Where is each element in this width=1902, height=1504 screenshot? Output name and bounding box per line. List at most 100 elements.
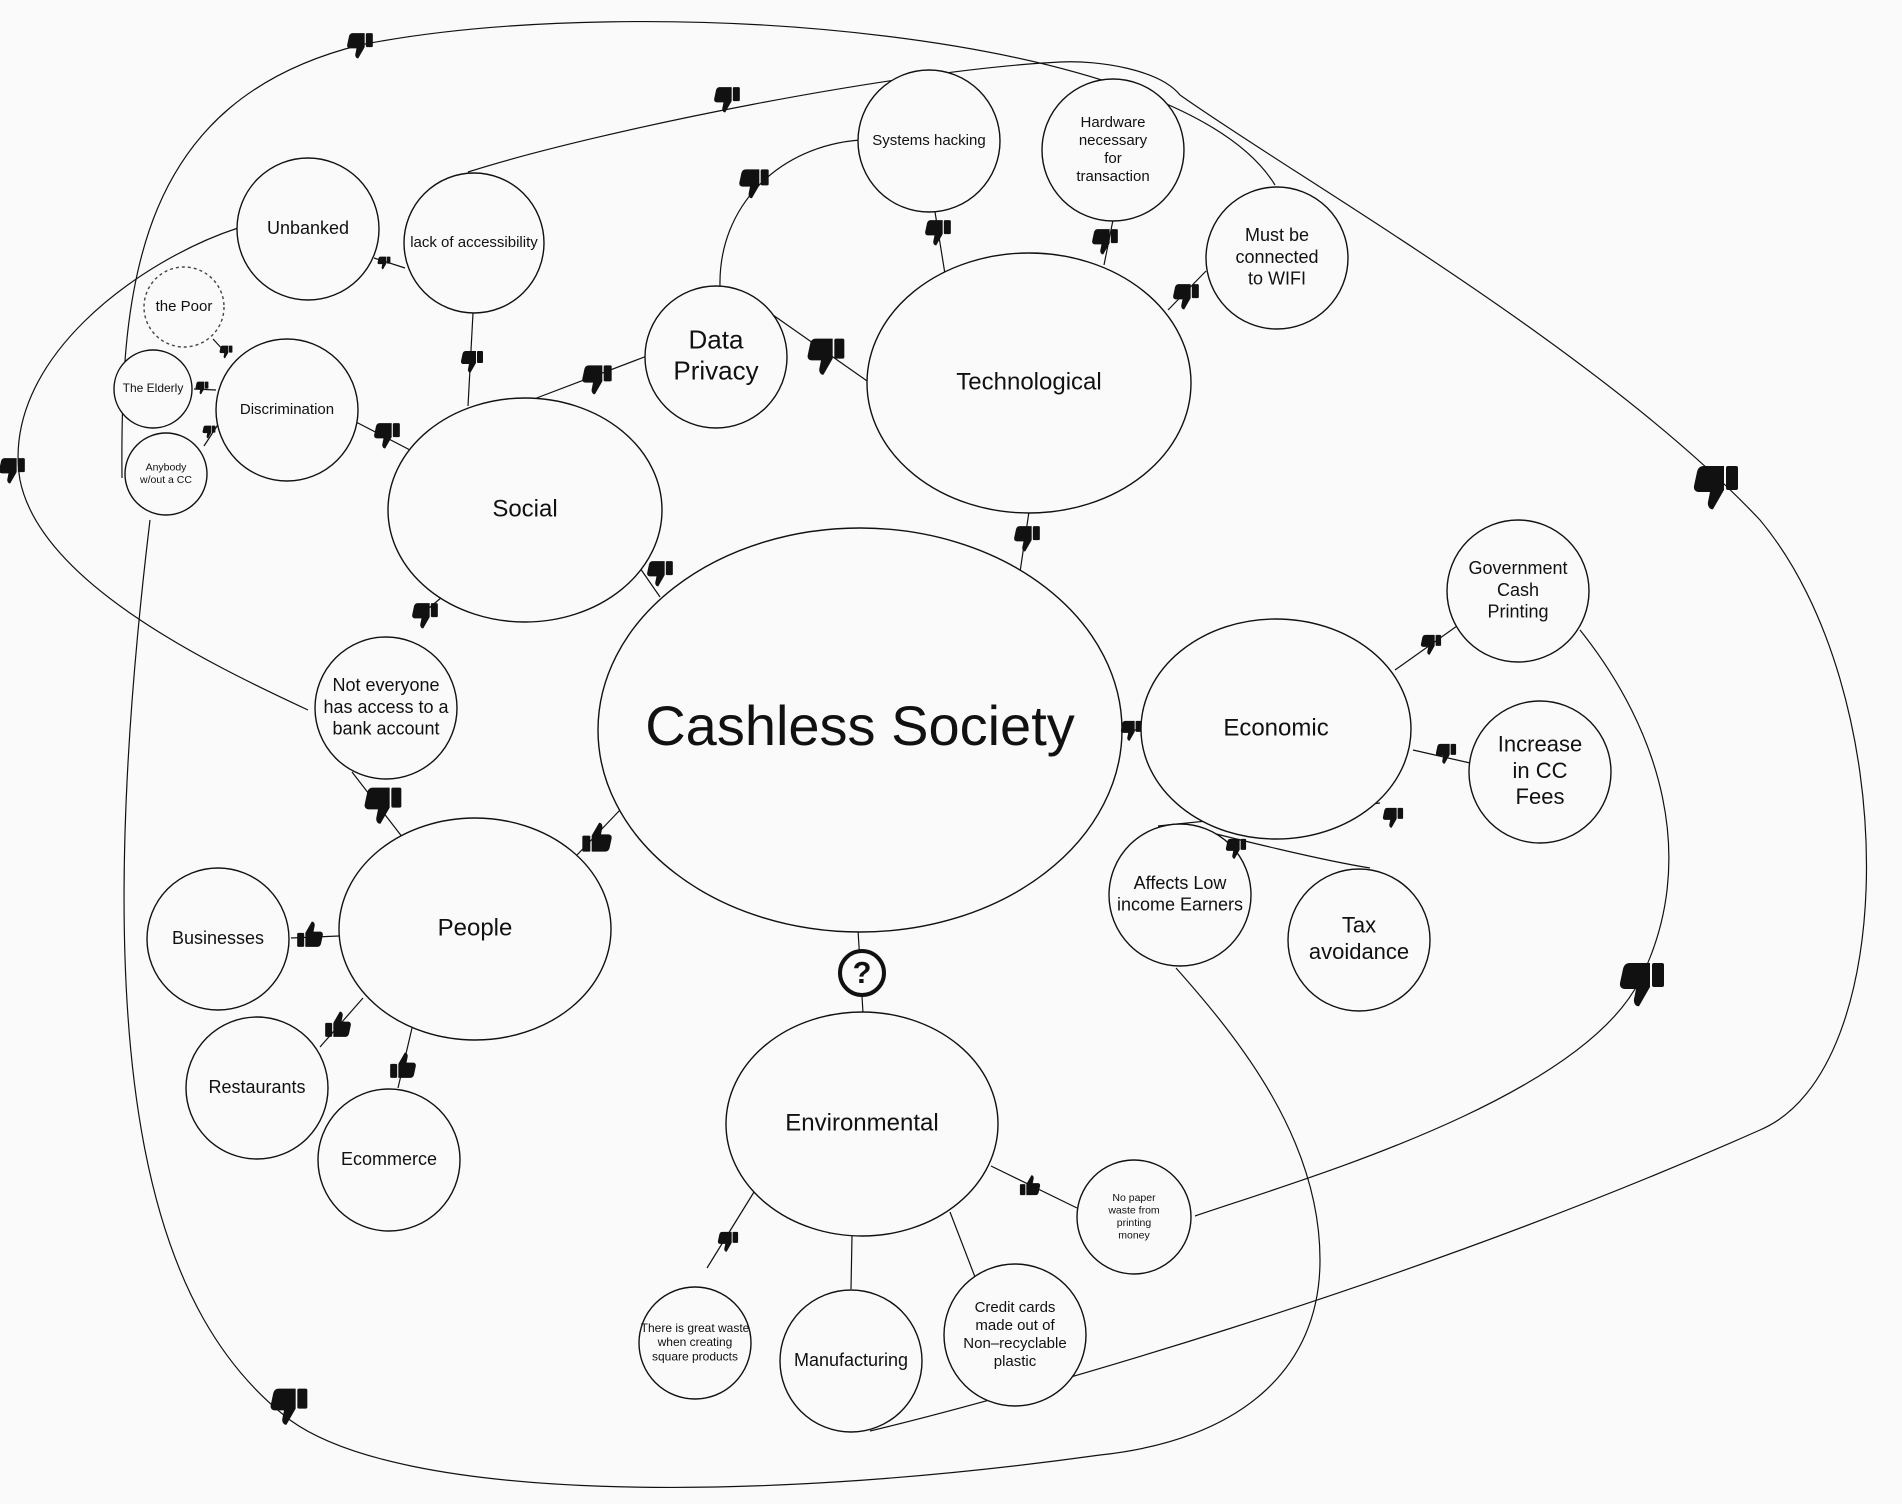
- node-label-credit-cards: Non–recyclable: [963, 1335, 1066, 1352]
- thumbs-down-icon: [270, 1388, 308, 1425]
- node-label-data-privacy: Privacy: [673, 355, 758, 385]
- node-shape-people: [338, 817, 612, 1041]
- loop-lowincome-bottom: [123, 519, 1321, 1488]
- node-label-lack-access: lack of accessibility: [410, 234, 538, 251]
- node-unbanked: Unbanked: [236, 157, 380, 301]
- node-systems-hacking: Systems hacking: [857, 69, 1001, 213]
- node-label-tax: Tax: [1342, 913, 1376, 938]
- node-economic: Economic: [1140, 618, 1412, 840]
- thumbs-down-icon: [739, 169, 769, 199]
- thumbs-down-icon: [582, 365, 612, 395]
- thumbs-up-icon: [390, 1052, 416, 1078]
- node-label-bank-account: Not everyone: [332, 675, 439, 695]
- node-label-hardware: necessary: [1079, 132, 1148, 149]
- node-shape-anybody-cc: [124, 432, 208, 516]
- node-label-tax: avoidance: [1309, 939, 1409, 964]
- node-label-economic: Economic: [1223, 714, 1328, 741]
- node-label-ecommerce: Ecommerce: [341, 1149, 437, 1169]
- node-label-anybody-cc: Anybody: [146, 461, 188, 473]
- node-label-cc-fees: in CC: [1512, 758, 1567, 783]
- node-label-credit-cards: made out of: [975, 1317, 1055, 1334]
- thumbs-down-icon: [460, 351, 483, 373]
- thumbs-down-icon: [807, 338, 845, 375]
- node-label-manufacturing: Manufacturing: [794, 1350, 908, 1370]
- node-label-square-waste: There is great waste: [641, 1321, 750, 1335]
- node-lack-access: lack of accessibility: [403, 172, 545, 314]
- node-label-no-paper: money: [1118, 1230, 1150, 1242]
- thumbs-down-icon: [647, 561, 673, 587]
- node-shape-hardware: [1041, 78, 1185, 222]
- node-label-center: Cashless Society: [645, 694, 1075, 757]
- node-label-businesses: Businesses: [172, 928, 264, 948]
- edge-economic-ccfees: [1412, 749, 1471, 764]
- node-shape-lack-access: [403, 172, 545, 314]
- node-label-square-waste: square products: [652, 1350, 738, 1364]
- thumbs-down-icon: [202, 425, 216, 439]
- loop-unbanked-bankaccount: [17, 227, 309, 711]
- node-elderly: The Elderly: [113, 349, 193, 429]
- thumbs-down-icon: [1014, 526, 1040, 552]
- edge-env-manufacturing: [850, 1235, 853, 1290]
- node-label-technological: Technological: [956, 368, 1101, 395]
- node-shape-the-poor: [143, 266, 225, 348]
- edge-env-creditcards: [949, 1211, 976, 1278]
- node-label-data-privacy: Data: [689, 324, 744, 354]
- node-shape-gov-cash: [1446, 519, 1590, 663]
- node-label-bank-account: bank account: [332, 718, 439, 738]
- loop-govcash-nopaper: [1194, 629, 1670, 1217]
- thumbs-down-icon: [714, 87, 740, 113]
- node-label-no-paper: No paper: [1112, 1192, 1156, 1204]
- thumbs-down-icon: [1420, 634, 1442, 655]
- thumbs-up-icon: [582, 822, 612, 852]
- thumbs-down-icon: [195, 381, 209, 395]
- node-businesses: Businesses: [146, 867, 290, 1011]
- node-label-credit-cards: plastic: [994, 1353, 1037, 1370]
- node-label-hardware: Hardware: [1080, 114, 1145, 131]
- node-label-systems-hacking: Systems hacking: [872, 132, 985, 149]
- edge-env-square: [706, 1191, 755, 1269]
- node-shape-data-privacy: [644, 285, 788, 429]
- node-label-gov-cash: Cash: [1497, 580, 1539, 600]
- node-technological: Technological: [866, 252, 1192, 514]
- node-label-discrimination: Discrimination: [240, 401, 334, 418]
- node-label-unbanked: Unbanked: [267, 218, 349, 238]
- node-environmental: Environmental: [725, 1011, 999, 1237]
- thumbs-down-icon: [925, 220, 951, 246]
- node-ecommerce: Ecommerce: [317, 1088, 461, 1232]
- node-label-no-paper: printing: [1117, 1217, 1152, 1229]
- node-label-wifi: to WIFI: [1248, 268, 1306, 288]
- thumbs-down-icon: [1120, 720, 1142, 741]
- node-people: People: [338, 817, 612, 1041]
- node-shape-cc-fees: [1468, 700, 1612, 844]
- thumbs-down-icon: [219, 345, 233, 359]
- nodes: Cashless Society Social TechnologicalEcono…: [113, 69, 1612, 1433]
- node-center: Cashless Society: [597, 527, 1123, 933]
- markers: ?: [0, 33, 1738, 1425]
- thumbs-down-icon: [377, 256, 391, 270]
- node-label-elderly: The Elderly: [123, 381, 184, 395]
- node-label-social: Social: [492, 495, 557, 522]
- node-shape-manufacturing: [779, 1289, 923, 1433]
- thumbs-down-icon: [412, 603, 438, 629]
- node-label-environmental: Environmental: [785, 1109, 938, 1136]
- node-label-restaurants: Restaurants: [208, 1077, 305, 1097]
- node-manufacturing: Manufacturing: [779, 1289, 923, 1433]
- node-label-wifi: connected: [1235, 247, 1318, 267]
- node-shape-elderly: [113, 349, 193, 429]
- node-shape-low-income: [1108, 823, 1252, 967]
- node-shape-ecommerce: [317, 1088, 461, 1232]
- node-shape-square-waste: [638, 1286, 752, 1400]
- node-shape-credit-cards: [943, 1263, 1087, 1407]
- thumbs-down-icon: [1092, 229, 1118, 255]
- thumbs-down-icon: [364, 787, 402, 824]
- node-shape-discrimination: [215, 338, 359, 482]
- node-label-gov-cash: Government: [1468, 558, 1567, 578]
